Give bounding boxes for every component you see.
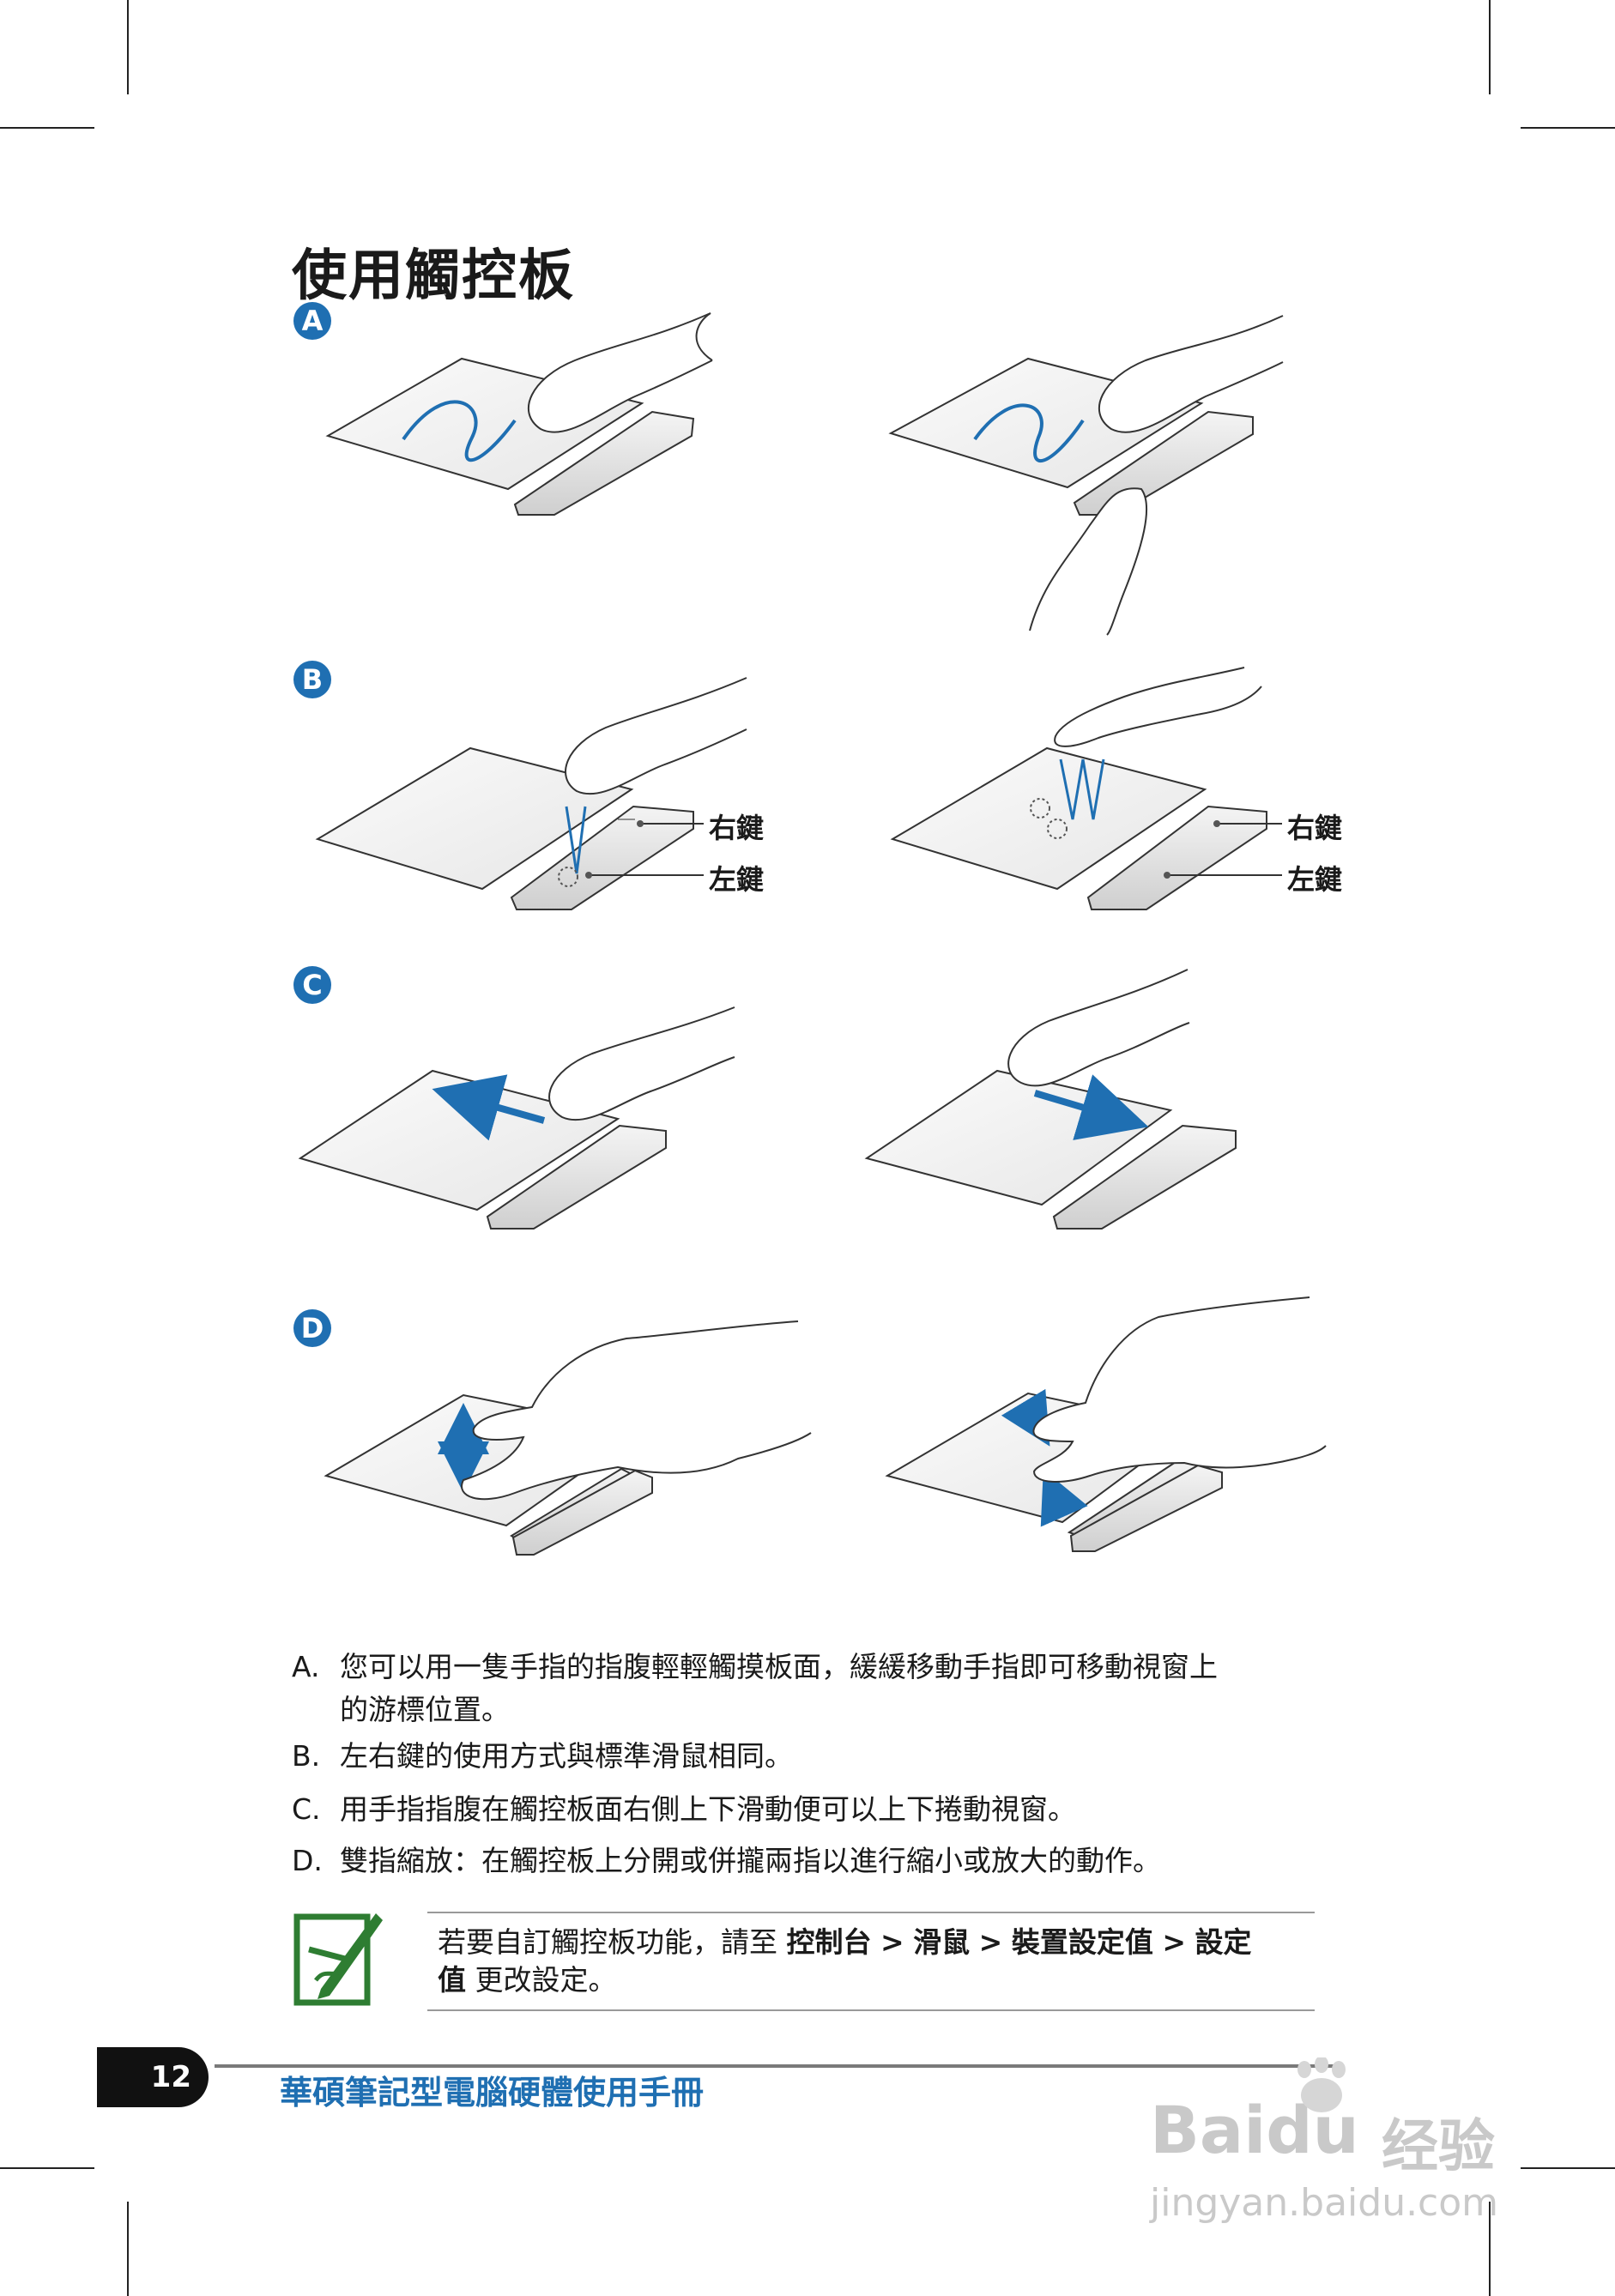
section-badge-b: B	[293, 661, 331, 698]
section-badge-d: D	[293, 1309, 331, 1347]
item-text: 用手指指腹在觸控板面右側上下滑動便可以上下捲動視窗。	[340, 1792, 1076, 1826]
note-suffix: 更改設定。	[475, 1963, 617, 1997]
list-item: A. 您可以用一隻手指的指腹輕輕觸摸板面，緩緩移動手指即可移動視窗上 的游標位置。	[292, 1646, 1322, 1731]
paw-icon	[1297, 2057, 1346, 2112]
crop-mark	[1521, 2167, 1615, 2169]
section-badge-a: A	[293, 302, 331, 340]
note-path-mouse: 滑鼠	[913, 1925, 971, 1959]
list-item: C. 用手指指腹在觸控板面右側上下滑動便可以上下捲動視窗。	[292, 1788, 1322, 1831]
illustration-c-left	[298, 1006, 735, 1230]
crop-mark	[0, 127, 94, 129]
right-key-label: 右鍵	[1287, 812, 1343, 844]
item-letter: D.	[292, 1844, 323, 1877]
note-pencil-icon	[293, 1913, 383, 2006]
footer-manual-title: 華碩筆記型電腦硬體使用手冊	[280, 2074, 705, 2112]
footer-rule	[215, 2064, 1339, 2068]
illustration-d-right	[885, 1296, 1327, 1552]
right-key-label: 右鍵	[709, 812, 765, 844]
crop-mark	[1489, 0, 1491, 94]
illustration-a-left	[325, 312, 713, 516]
note-box: 若要自訂觸控板功能，請至 控制台 > 滑鼠 > 裝置設定值 > 設定 值 更改設…	[427, 1912, 1315, 2011]
item-text: 左右鍵的使用方式與標準滑鼠相同。	[340, 1739, 793, 1773]
note-text: 若要自訂觸控板功能，請至 控制台 > 滑鼠 > 裝置設定值 > 設定 值 更改設…	[438, 1924, 1304, 1999]
left-key-label: 左鍵	[709, 863, 765, 896]
illustration-d-left	[324, 1320, 812, 1556]
note-path-device-settings: 裝置設定值	[1011, 1925, 1153, 1959]
note-separator: >	[880, 1925, 904, 1959]
page-number: 12	[150, 2060, 191, 2094]
crop-mark	[0, 2167, 94, 2169]
page-title: 使用觸控板	[292, 245, 575, 308]
note-path-settings-end: 值	[438, 1963, 466, 1997]
crop-mark	[1521, 127, 1615, 129]
note-separator: >	[1162, 1925, 1186, 1959]
item-text-continued: 的游標位置。	[340, 1693, 510, 1726]
list-item: D. 雙指縮放：在觸控板上分開或併攏兩指以進行縮小或放大的動作。	[292, 1840, 1322, 1882]
item-text: 雙指縮放：在觸控板上分開或併攏兩指以進行縮小或放大的動作。	[340, 1844, 1161, 1877]
illustration-c-right	[864, 969, 1237, 1230]
note-path-settings: 設定	[1195, 1925, 1252, 1959]
illustration-b-left	[315, 677, 747, 910]
watermark-brand-cn: 经验	[1382, 2113, 1495, 2179]
list-item: B. 左右鍵的使用方式與標準滑鼠相同。	[292, 1735, 1322, 1778]
note-prefix: 若要自訂觸控板功能，請至	[438, 1925, 777, 1959]
watermark-url: jingyan.baidu.com	[1150, 2181, 1499, 2225]
note-separator: >	[978, 1925, 1003, 1959]
note-path-control-panel: 控制台	[786, 1925, 872, 1959]
item-letter: A.	[292, 1650, 320, 1683]
left-key-label: 左鍵	[1287, 863, 1343, 896]
item-letter: B.	[292, 1739, 321, 1773]
page-number-tab: 12	[97, 2047, 209, 2107]
item-text: 您可以用一隻手指的指腹輕輕觸摸板面，緩緩移動手指即可移動視窗上	[340, 1650, 1218, 1683]
illustration-a-right	[888, 315, 1284, 636]
crop-mark	[127, 2202, 129, 2296]
section-badge-c: C	[293, 966, 331, 1004]
crop-mark	[127, 0, 129, 94]
illustration-b-right	[890, 667, 1282, 910]
item-letter: C.	[292, 1792, 321, 1826]
crop-mark	[1489, 2202, 1491, 2296]
